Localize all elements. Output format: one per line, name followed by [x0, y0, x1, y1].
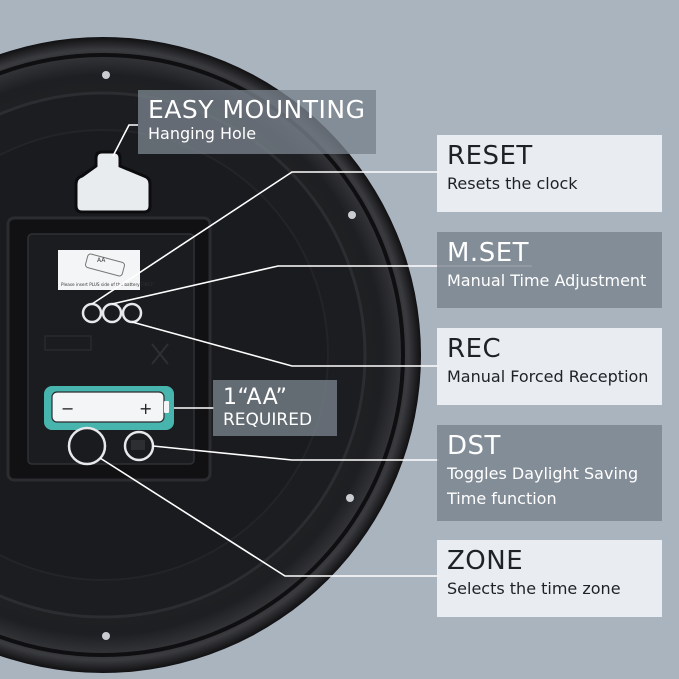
battery-terminal [164, 401, 169, 413]
reset-callout: RESET Resets the clock [437, 135, 662, 212]
screw-icon [348, 211, 356, 219]
antenna-icon [151, 343, 169, 365]
dst-title: DST [447, 431, 501, 461]
screw-icon [102, 632, 110, 640]
mset-title: M.SET [447, 238, 530, 268]
zone-pointer [99, 457, 439, 577]
zone-callout: ZONE Selects the time zone [437, 540, 662, 617]
easy-mounting-callout: EASY MOUNTING Hanging Hole [138, 90, 376, 154]
battery-title: 1“AA” [223, 385, 288, 410]
dst-desc-line2: Time function [447, 489, 557, 508]
battery-minus-sign: − [61, 399, 74, 418]
dst-switch-knob [131, 440, 145, 450]
battery-desc: REQUIRED [223, 410, 313, 430]
sticker-text: Please insert PLUS side of the battery F… [61, 282, 155, 287]
zone-title: ZONE [447, 546, 524, 576]
reset-title: RESET [447, 141, 533, 171]
easy-mounting-title: EASY MOUNTING [148, 95, 366, 124]
zone-switch[interactable] [67, 426, 107, 466]
hanging-hole-icon [74, 150, 152, 214]
pointer-lines [91, 124, 532, 577]
reset-button[interactable] [81, 302, 103, 324]
rec-button[interactable] [121, 302, 143, 324]
battery-sticker [58, 250, 140, 290]
rec-desc: Manual Forced Reception [447, 367, 649, 386]
battery-plus-sign: + [139, 399, 152, 418]
mset-desc: Manual Time Adjustment [447, 271, 647, 290]
mset-button[interactable] [101, 302, 123, 324]
rec-title: REC [447, 334, 502, 364]
movement-marking [44, 335, 92, 351]
rec-callout: REC Manual Forced Reception [437, 328, 662, 405]
reset-desc: Resets the clock [447, 174, 578, 193]
screw-icon [102, 71, 110, 79]
rec-pointer [131, 321, 439, 367]
dst-callout: DST Toggles Daylight Saving Time functio… [437, 425, 662, 521]
easy-mounting-pointer [112, 124, 138, 157]
reset-pointer [91, 171, 439, 305]
easy-mounting-desc: Hanging Hole [148, 124, 257, 143]
clock-case-ring [0, 53, 405, 657]
battery-callout: 1“AA” REQUIRED [213, 380, 337, 436]
screw-icon [346, 494, 354, 502]
zone-desc: Selects the time zone [447, 579, 621, 598]
sticker-battery-label: AA [97, 257, 106, 264]
mset-callout: M.SET Manual Time Adjustment [437, 232, 662, 308]
sticker-battery-icon [85, 253, 125, 277]
dst-pointer [152, 445, 439, 461]
dst-desc-line1: Toggles Daylight Saving [447, 464, 639, 483]
